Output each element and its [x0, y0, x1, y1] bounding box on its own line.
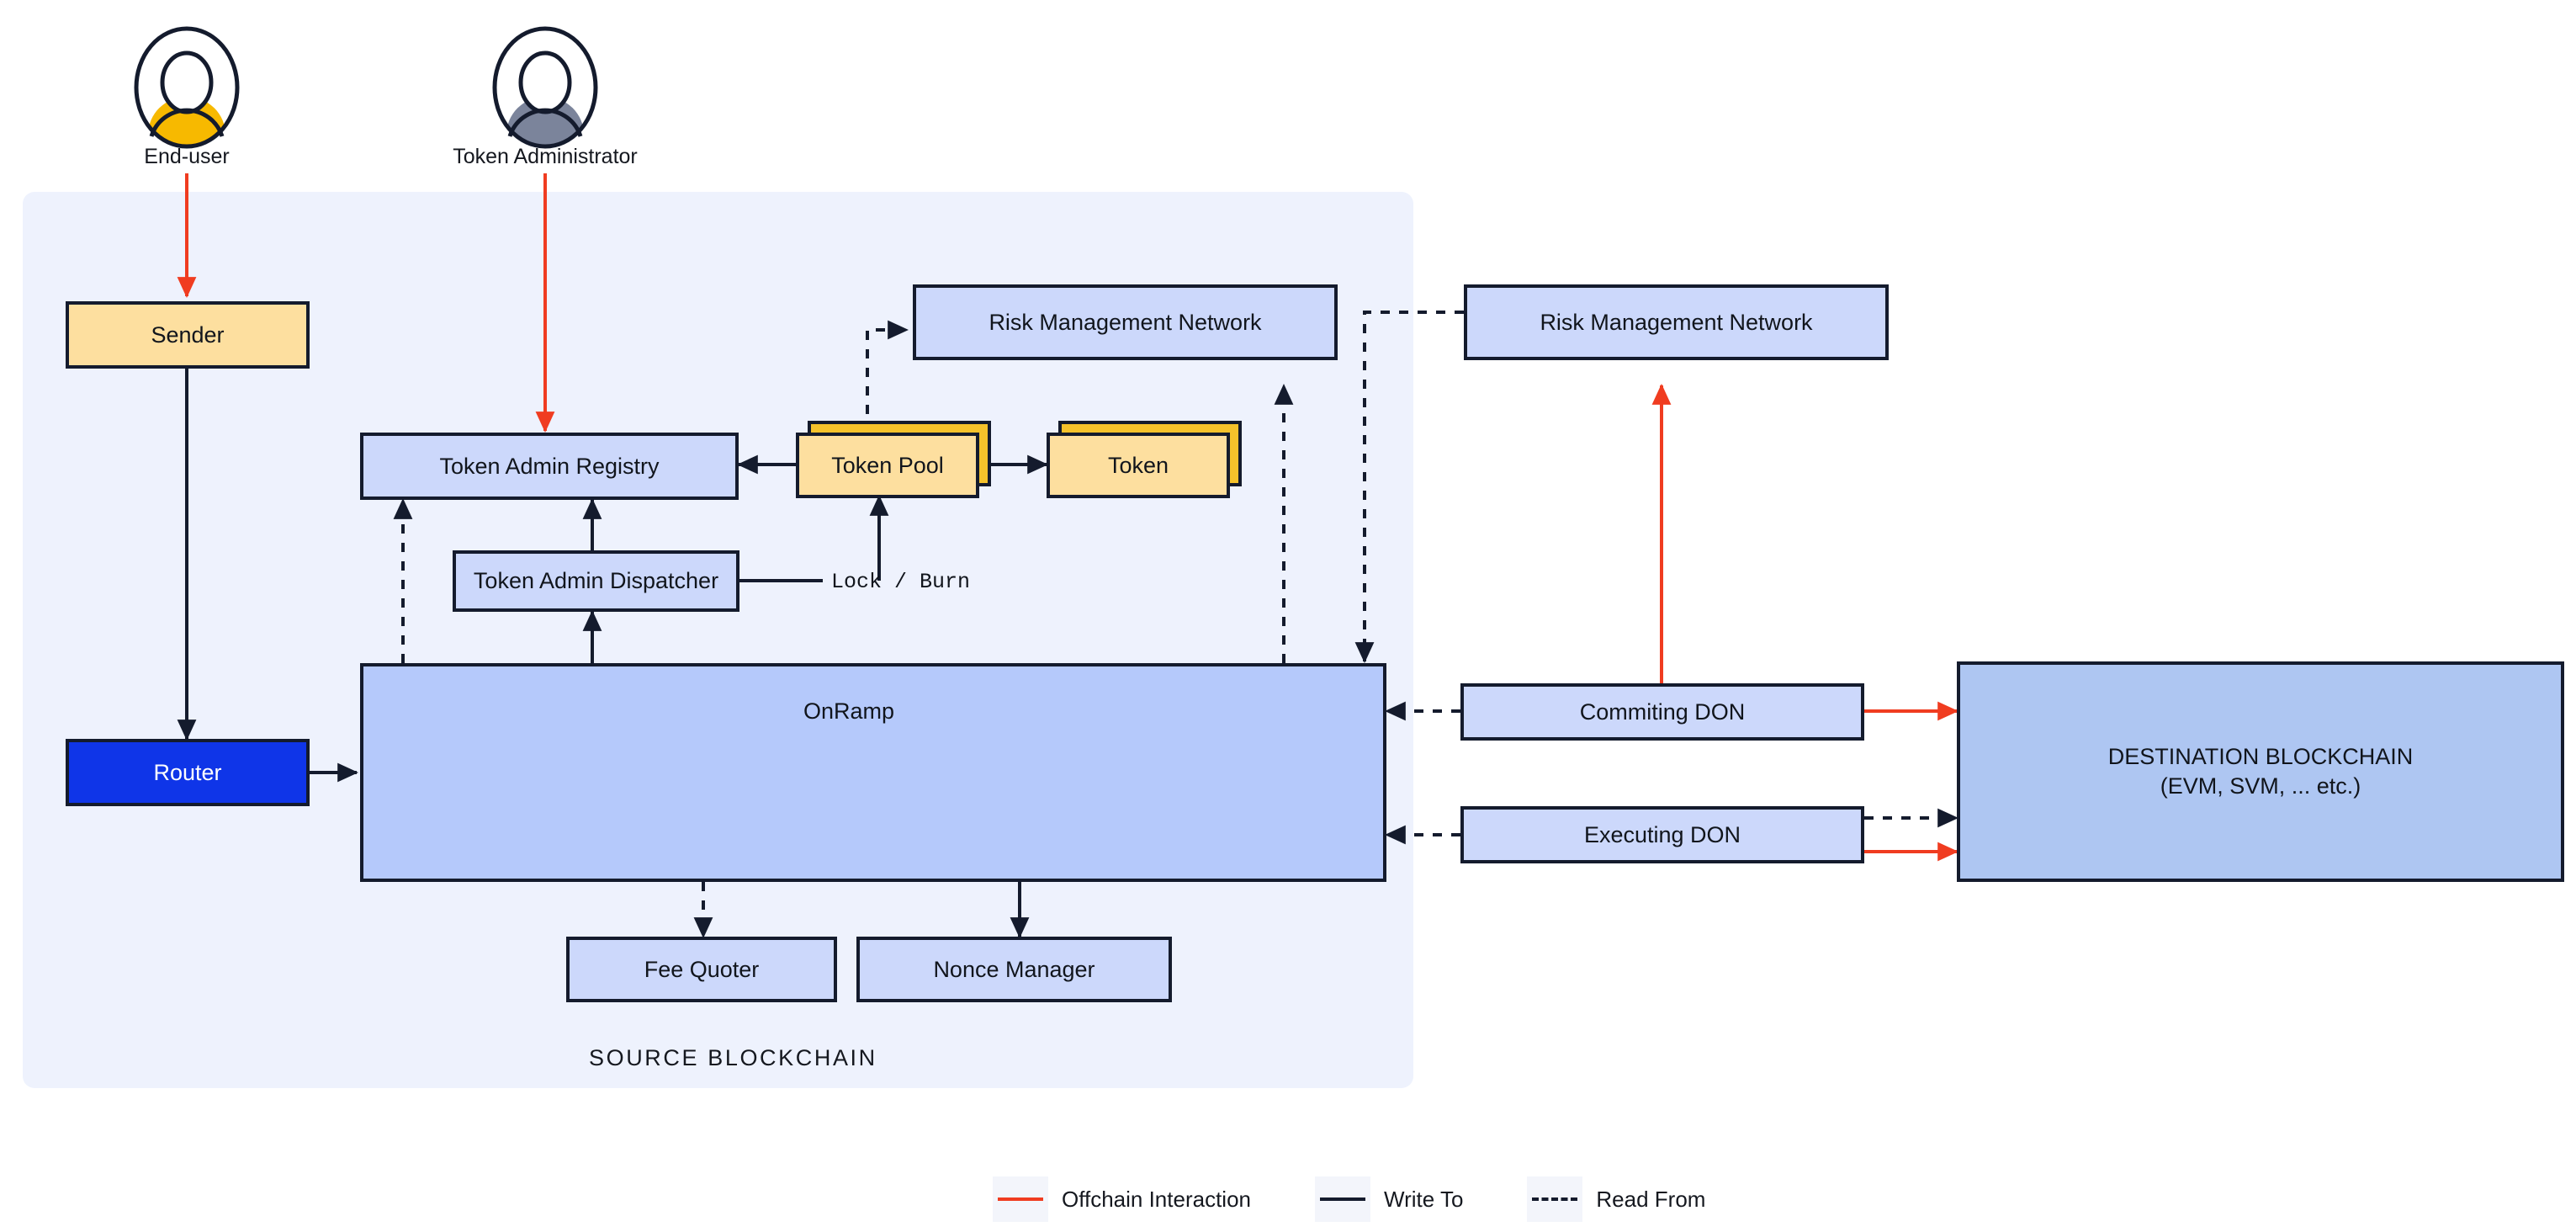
legend: Offchain Interaction Write To Read From: [993, 1176, 1705, 1222]
node-fee-quoter-label: Fee Quoter: [644, 956, 760, 982]
legend-swatch-read-from: [1527, 1176, 1583, 1222]
node-risk-management-network-destination-label: Risk Management Network: [1540, 309, 1813, 335]
node-risk-management-network-source-label: Risk Management Network: [989, 309, 1262, 335]
node-sender-label: Sender: [151, 321, 225, 348]
legend-swatch-write-to: [1315, 1176, 1370, 1222]
legend-item-offchain-interaction: Offchain Interaction: [993, 1176, 1251, 1222]
node-token[interactable]: Token: [1047, 433, 1230, 498]
legend-swatch-offchain-interaction: [993, 1176, 1048, 1222]
node-token-admin-registry[interactable]: Token Admin Registry: [360, 433, 739, 500]
node-onramp[interactable]: OnRamp: [360, 663, 1386, 882]
node-destination-blockchain[interactable]: DESTINATION BLOCKCHAIN (EVM, SVM, ... et…: [1957, 661, 2564, 882]
node-nonce-manager-label: Nonce Manager: [933, 956, 1095, 982]
node-risk-management-network-destination[interactable]: Risk Management Network: [1464, 284, 1889, 360]
node-commiting-don[interactable]: Commiting DON: [1460, 683, 1864, 741]
read-from-line-icon: [1532, 1197, 1578, 1201]
node-fee-quoter[interactable]: Fee Quoter: [566, 937, 837, 1002]
node-token-label: Token: [1107, 452, 1169, 478]
node-nonce-manager[interactable]: Nonce Manager: [856, 937, 1172, 1002]
legend-item-write-to: Write To: [1315, 1176, 1463, 1222]
node-executing-don-label: Executing DON: [1583, 821, 1741, 847]
legend-label-write-to: Write To: [1384, 1186, 1464, 1212]
offchain-line-icon: [998, 1197, 1043, 1201]
actor-end-user-label: End-user: [144, 145, 230, 168]
write-to-line-icon: [1320, 1197, 1365, 1201]
node-token-pool[interactable]: Token Pool: [796, 433, 979, 498]
node-token-admin-registry-label: Token Admin Registry: [439, 453, 660, 479]
node-risk-management-network-source[interactable]: Risk Management Network: [913, 284, 1338, 360]
node-executing-don[interactable]: Executing DON: [1460, 806, 1864, 863]
actor-token-administrator: [491, 25, 599, 154]
node-destination-blockchain-line1: DESTINATION BLOCKCHAIN: [2107, 744, 2414, 770]
node-router-label: Router: [153, 759, 222, 785]
actor-end-user: [133, 25, 241, 154]
source-blockchain-caption: SOURCE BLOCKCHAIN: [589, 1045, 877, 1070]
annotation-lock-burn: Lock / Burn: [831, 570, 971, 594]
actor-token-administrator-label: Token Administrator: [453, 145, 638, 168]
node-onramp-label: OnRamp: [803, 698, 895, 724]
node-token-pool-label: Token Pool: [831, 452, 944, 478]
legend-label-offchain-interaction: Offchain Interaction: [1062, 1186, 1251, 1212]
legend-item-read-from: Read From: [1527, 1176, 1705, 1222]
legend-label-read-from: Read From: [1596, 1186, 1706, 1212]
node-destination-blockchain-line2: (EVM, SVM, ... etc.): [2160, 773, 2361, 799]
node-sender[interactable]: Sender: [66, 301, 310, 369]
node-router[interactable]: Router: [66, 739, 310, 806]
node-token-admin-dispatcher-label: Token Admin Dispatcher: [473, 568, 719, 594]
node-commiting-don-label: Commiting DON: [1579, 698, 1746, 725]
node-token-admin-dispatcher[interactable]: Token Admin Dispatcher: [453, 550, 739, 612]
